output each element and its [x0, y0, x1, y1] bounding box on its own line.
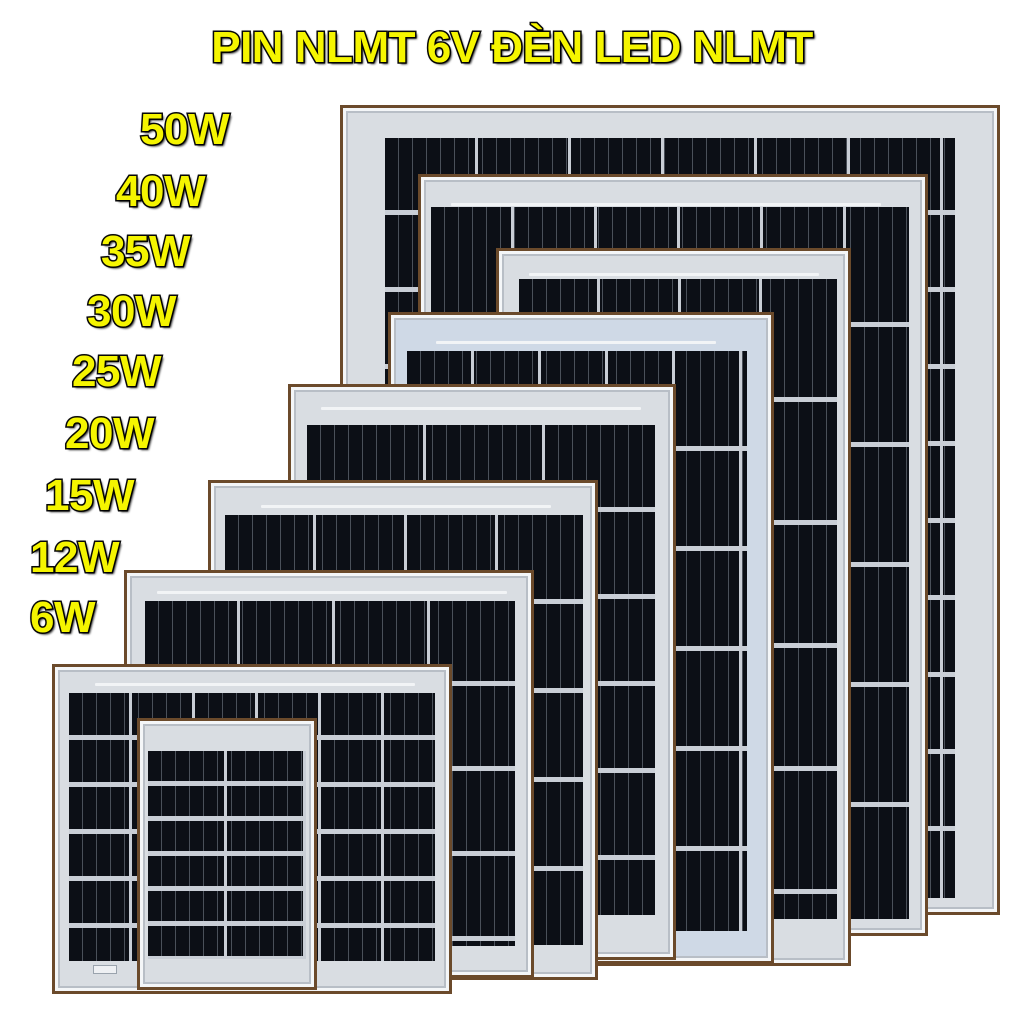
wattage-label-50w: 50W [139, 105, 231, 154]
solar-cells [148, 751, 306, 959]
wattage-label-6w: 6W [29, 593, 98, 642]
busbar [529, 273, 819, 276]
wattage-label-15w: 15W [44, 471, 136, 520]
banner-title: PIN NLMT 6V ĐÈN LED NLMT [210, 23, 815, 72]
busbar [95, 683, 415, 686]
wattage-label-30w: 30W [86, 287, 178, 336]
wattage-label-20w: 20W [64, 409, 156, 458]
wattage-label-12w: 12W [29, 533, 121, 582]
busbar [451, 203, 881, 206]
busbar [321, 407, 641, 410]
solar-panel-6w [137, 718, 317, 990]
wattage-label-35w: 35W [100, 227, 192, 276]
busbar [436, 341, 716, 344]
wattage-label-40w: 40W [115, 167, 207, 216]
busbar [157, 591, 507, 594]
wattage-label-25w: 25W [71, 347, 163, 396]
spec-label-sticker [93, 965, 117, 974]
busbar [261, 505, 551, 508]
